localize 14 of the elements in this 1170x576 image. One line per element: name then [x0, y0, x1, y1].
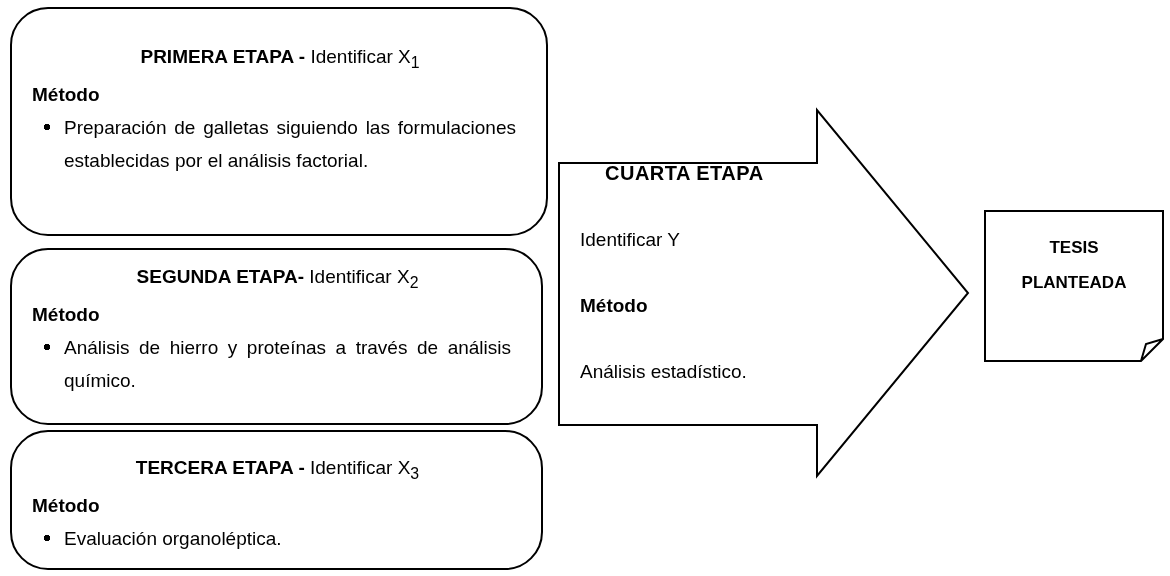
- stage-heading: SEGUNDA ETAPA- Identificar X$_{2}$: [135, 265, 420, 293]
- stage-heading: CUARTA ETAPA: [605, 162, 764, 185]
- stage-text: Identificar Y: [580, 229, 680, 251]
- stage-heading: TERCERA ETAPA - Identificar X$_{3}$: [134, 456, 421, 484]
- note-text: TESIS PLANTEADA: [1020, 237, 1128, 294]
- method-text: Análisis estadístico.: [580, 361, 747, 383]
- method-heading: Método: [32, 82, 101, 107]
- stage-box: [10, 248, 543, 425]
- method-heading: Método: [32, 493, 101, 518]
- stage-box: [10, 430, 543, 570]
- stage-box: [10, 7, 548, 236]
- stage-heading: PRIMERA ETAPA - Identificar X$_{1}$: [139, 45, 421, 73]
- method-heading: Método: [580, 295, 648, 317]
- method-heading: Método: [32, 302, 101, 327]
